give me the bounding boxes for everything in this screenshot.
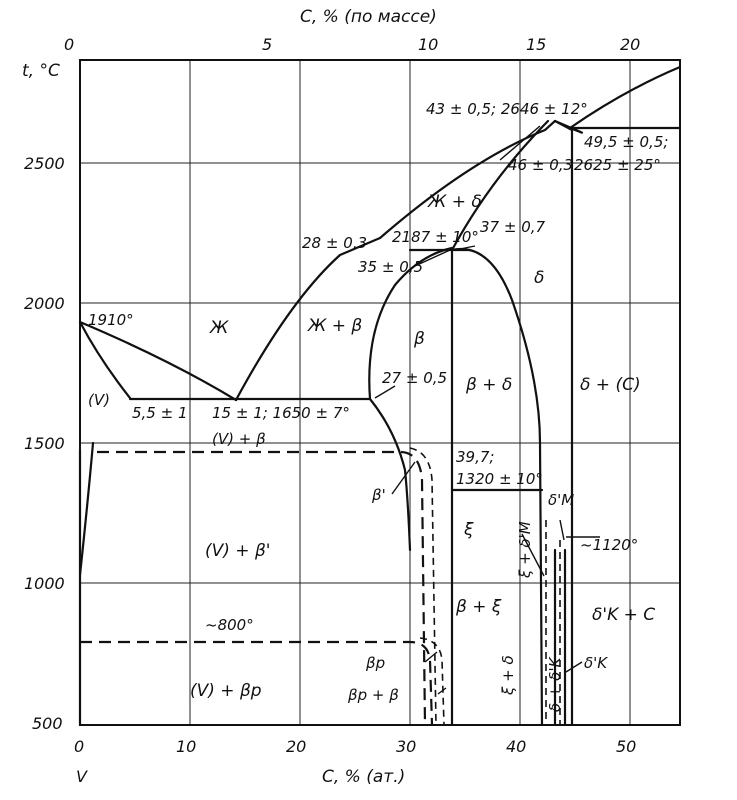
left-axis-title: t, °C (22, 61, 60, 81)
dashed-boundaries (80, 447, 561, 726)
label-beta-p: βp (365, 654, 385, 672)
label-delta-delta-k: δ + δ'K (546, 656, 564, 712)
label-delta-k: δ'K (584, 654, 608, 672)
annot-35: 35 ± 0,5 (358, 258, 423, 276)
label-melt-beta: Ж + β (307, 316, 362, 336)
dash-1480-b (409, 447, 437, 726)
left-tick-500: 500 (32, 714, 63, 733)
label-delta: δ (534, 268, 544, 288)
bottom-tick-10: 10 (176, 737, 196, 756)
annot-15-1650: 15 ± 1; 1650 ± 7° (212, 404, 350, 422)
annot-2187: 2187 ± 10° (392, 228, 479, 246)
label-beta: β (413, 329, 425, 349)
annot-28: 28 ± 0,3 (302, 234, 367, 252)
v-solvus (78, 320, 132, 400)
label-v-beta-prime: (V) + β' (205, 541, 270, 561)
top-tick-5: 5 (262, 35, 272, 54)
left-tick-1000: 1000 (24, 574, 65, 593)
label-beta-delta: β + δ (465, 375, 512, 395)
bottom-tick-0: 0 (74, 737, 84, 756)
label-melt-delta: Ж + δ (427, 192, 482, 212)
annot-1910: 1910° (88, 311, 134, 329)
left-tick-2500: 2500 (24, 154, 65, 173)
bottom-axis-element: V (76, 767, 88, 786)
phase-boundaries (78, 65, 682, 727)
dash-1480 (97, 450, 427, 726)
label-v-beta: (V) + β (212, 430, 266, 448)
label-xi: ξ (463, 520, 474, 540)
annot-49-5: 49,5 ± 0,5; (584, 133, 668, 151)
label-beta-prime: β' (371, 486, 386, 504)
top-tick-15: 15 (526, 35, 546, 54)
annot-43-2646: 43 ± 0,5; 2646 ± 12° (426, 100, 588, 118)
bottom-axis-title: C, % (ат.) (322, 767, 405, 787)
liquidus-left (78, 320, 238, 402)
bottom-tick-40: 40 (506, 737, 526, 756)
label-beta-p-beta: βp + β (347, 686, 399, 704)
beta-phase-boundary (368, 246, 454, 401)
top-tick-20: 20 (620, 35, 640, 54)
annot-37: 37 ± 0,7 (480, 218, 546, 236)
annot-27: 27 ± 0,5 (382, 369, 447, 387)
beta-delta-dome (450, 247, 544, 727)
annot-46: 46 ± 0,3 (508, 156, 573, 174)
leader-lines (374, 125, 583, 695)
plot-frame (79, 59, 681, 726)
label-melt: Ж (209, 318, 229, 338)
top-tick-10: 10 (418, 35, 438, 54)
annot-5-5: 5,5 ± 1 (132, 404, 188, 422)
bottom-tick-30: 30 (396, 737, 416, 756)
annot-800: ~800° (205, 616, 254, 634)
left-tick-1500: 1500 (24, 434, 65, 453)
dash-800 (80, 640, 434, 726)
bottom-tick-20: 20 (286, 737, 306, 756)
label-v-beta-p: (V) + βp (190, 681, 262, 701)
label-delta-c: δ + (C) (580, 375, 641, 395)
grid (80, 60, 680, 725)
v-solvus-lower (78, 441, 95, 577)
liquidus-melt-beta (234, 236, 382, 402)
label-beta-xi: β + ξ (455, 597, 502, 617)
left-tick-2000: 2000 (24, 294, 65, 313)
label-xi-delta-m: ξ + δ'M (516, 521, 534, 579)
label-xi-delta: ξ + δ (499, 655, 517, 696)
top-tick-0: 0 (64, 35, 74, 54)
delta-left-upper (450, 119, 550, 252)
liquidus-peak (553, 119, 574, 132)
label-delta-m: δ'M (548, 491, 574, 509)
top-axis-title: C, % (по массе) (300, 7, 437, 27)
label-delta-k-c: δ'K + C (592, 605, 655, 625)
beta-right-lower (368, 397, 412, 552)
annot-39-7: 39,7; (456, 448, 494, 466)
annot-1120: ~1120° (580, 536, 638, 554)
label-v: (V) (88, 391, 110, 409)
annot-1320: 1320 ± 10° (456, 470, 543, 488)
dash-800-b (419, 637, 445, 726)
bottom-tick-50: 50 (616, 737, 636, 756)
annot-2625: 2625 ± 25° (574, 156, 661, 174)
